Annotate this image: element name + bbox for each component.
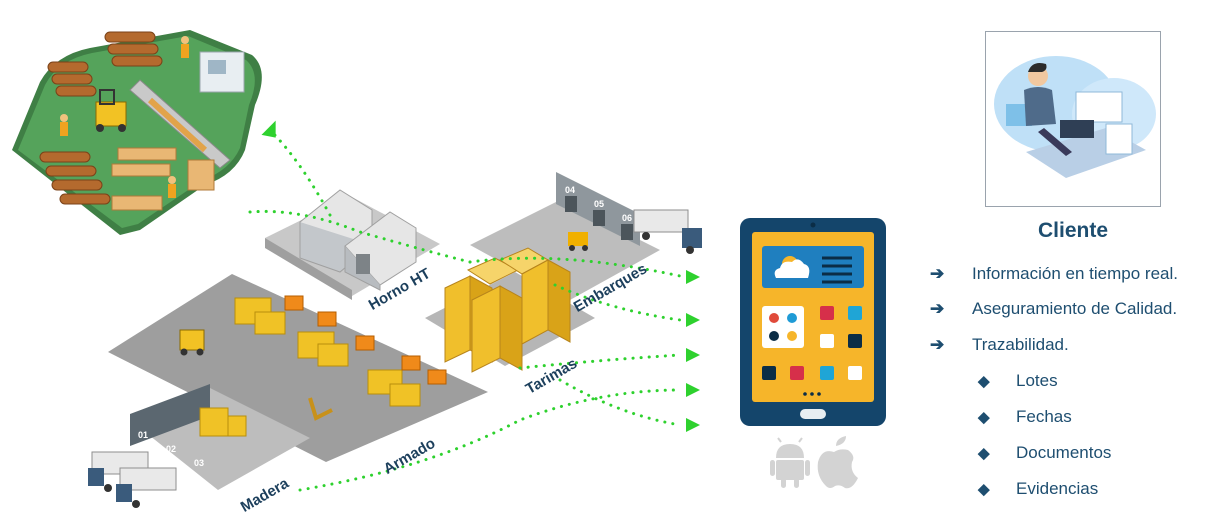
assembly-area: [108, 274, 488, 462]
feature-item-label: Trazabilidad.: [972, 335, 1069, 354]
feature-item-label: Información en tiempo real.: [972, 264, 1178, 283]
sub-item: ◆ Documentos: [978, 443, 1111, 463]
arrow-right-icon: ➔: [930, 264, 945, 283]
feature-item: ➔ Aseguramiento de Calidad.: [930, 299, 1177, 319]
dock-06-label: 06: [622, 213, 632, 223]
diamond-bullet-icon: ◆: [978, 373, 990, 390]
feature-item: ➔ Trazabilidad.: [930, 335, 1069, 355]
pallet-area: [425, 247, 595, 373]
sub-item: ◆ Evidencias: [978, 479, 1098, 499]
sub-item: ◆ Lotes: [978, 371, 1058, 391]
dock-02-label: 02: [166, 444, 176, 454]
apple-icon: [817, 436, 858, 489]
feature-item-label: Aseguramiento de Calidad.: [972, 299, 1178, 318]
shipping-area: 04 05 06: [470, 172, 702, 300]
arrow-right-icon: ➔: [930, 335, 945, 354]
dock-05-label: 05: [594, 199, 604, 209]
flow-lines: [248, 128, 682, 492]
diamond-bullet-icon: ◆: [978, 481, 990, 498]
diamond-bullet-icon: ◆: [978, 409, 990, 426]
kiln-area: [265, 189, 440, 300]
arrow-right-icon: ➔: [930, 299, 945, 318]
sub-item: ◆ Fechas: [978, 407, 1072, 427]
diamond-bullet-icon: ◆: [978, 445, 990, 462]
sub-item-label: Lotes: [1016, 371, 1058, 390]
client-title: Cliente: [1037, 219, 1108, 242]
client-illustration: [985, 31, 1161, 207]
feature-item: ➔ Información en tiempo real.: [930, 264, 1178, 284]
dock-03-label: 03: [194, 458, 204, 468]
dock-01-label: 01: [138, 430, 148, 440]
sub-item-label: Evidencias: [1016, 479, 1099, 498]
flow-arrowheads: [261, 120, 700, 432]
tablet-device: [740, 218, 886, 426]
dock-04-label: 04: [565, 185, 575, 195]
lumber-dock-area: 01 02 03: [88, 384, 310, 508]
android-icon: [770, 437, 810, 488]
sawmill-area: [12, 30, 262, 235]
sub-item-label: Documentos: [1016, 443, 1112, 462]
sub-item-label: Fechas: [1016, 407, 1072, 426]
weather-cloud-icon: [774, 256, 810, 278]
